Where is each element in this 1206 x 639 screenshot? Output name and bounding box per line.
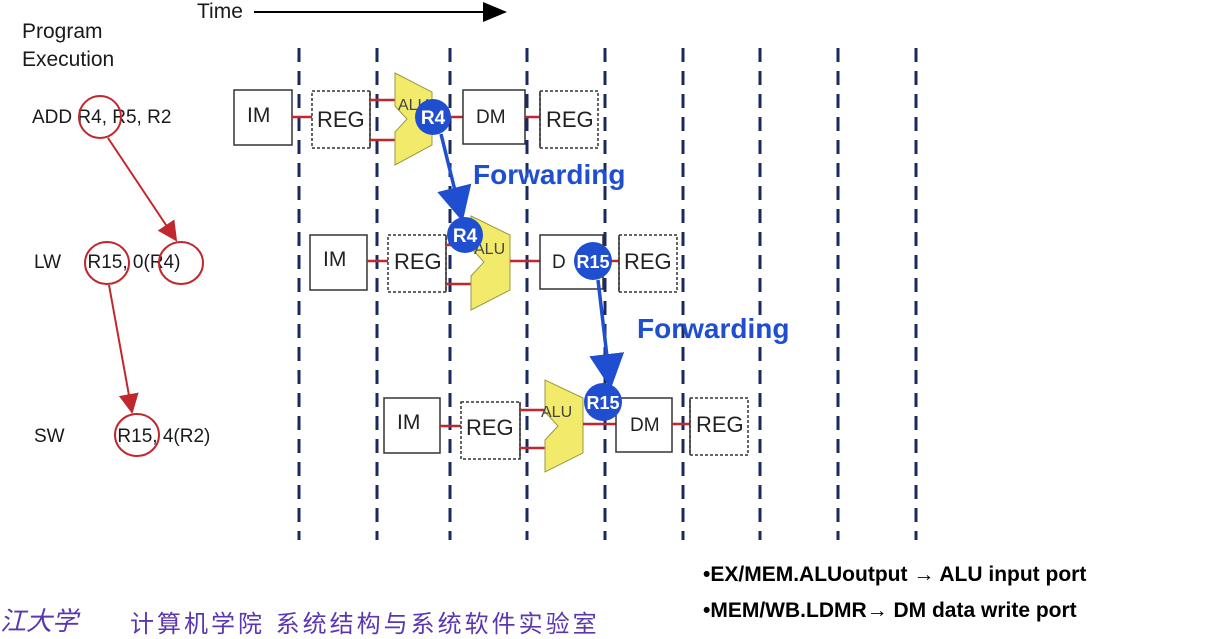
forwarding-arrow-2	[589, 279, 625, 389]
badge-add-r4-text: R4	[421, 108, 446, 129]
highlight-lw-r4	[158, 241, 204, 285]
instr-sw-arg1: R15	[117, 426, 153, 447]
badge-lw-r15-text: R15	[576, 252, 609, 272]
clock-lines	[297, 48, 918, 540]
badge-sw-r15-text: R15	[586, 393, 619, 413]
pipeline-row-sw: IM REG ALU DM REG R15	[383, 379, 749, 473]
highlight-sw-r15	[114, 413, 160, 457]
instr-sw-op: SW	[34, 426, 65, 447]
badge-lw-r4-text: R4	[453, 226, 478, 247]
dm-box	[462, 89, 526, 145]
badge-sw-r15	[584, 383, 622, 421]
time-label: Time	[197, 0, 243, 23]
instr-add-rest: , R5, R2	[101, 107, 172, 128]
program-label: Program	[22, 20, 103, 43]
note-alu-forward: •EX/MEM.ALUoutput → ALU input port	[703, 563, 1087, 586]
badge-lw-r4	[447, 217, 483, 253]
register-highlights	[78, 95, 204, 457]
im-label: IM	[397, 411, 420, 434]
dm-box	[615, 397, 673, 453]
alu-shape	[544, 379, 584, 473]
instr-lw-arg2: R4	[149, 252, 175, 273]
forwarding-label-1: Forwarding	[473, 159, 626, 190]
note-dm-forward: •MEM/WB.LDMR→ DM data write port	[703, 599, 1077, 622]
dm-label: DM	[630, 415, 660, 436]
university-logo: 江大学	[0, 607, 79, 637]
instr-sw-rest: , 4(R2)	[152, 426, 211, 447]
reg-label: REG	[624, 249, 672, 274]
reg-label: REG	[546, 107, 594, 132]
im-label: IM	[323, 248, 346, 271]
reg-label: REG	[696, 412, 744, 437]
forwarding-arrow-1	[437, 133, 472, 222]
instr-add-arg1: R4	[77, 107, 102, 128]
dm-label: DM	[476, 107, 506, 128]
reg-box	[311, 90, 371, 149]
pipeline-row-add: IM REG ALU DM REG R4	[233, 72, 599, 166]
execution-label: Execution	[22, 48, 115, 71]
reg-label: REG	[394, 249, 442, 274]
instr-add-op: ADD	[32, 107, 73, 128]
highlight-lw-r15	[84, 241, 130, 285]
im-box	[309, 234, 368, 291]
reg-label: REG	[317, 107, 365, 132]
highlight-add-r4	[78, 95, 122, 139]
pipeline-row-lw: IM REG ALU D REG R4 R15	[309, 215, 678, 311]
instr-lw-arg1: R15	[87, 252, 123, 273]
alu-label: ALU	[474, 241, 505, 258]
forwarding-label-2: Forwarding	[637, 313, 790, 344]
instr-lw-op: LW	[34, 252, 62, 273]
instr-add: ADD R4, R5, R2	[32, 107, 171, 129]
dependency-arrow-2	[108, 284, 139, 414]
im-box	[233, 89, 293, 146]
reg-box	[618, 234, 678, 293]
instr-sw: SW R15, 4(R2)	[34, 426, 210, 448]
im-label: IM	[247, 104, 270, 127]
badge-lw-r15	[574, 242, 612, 280]
dm-label-partial: D	[552, 252, 566, 273]
institution-name: 计算机学院 系统结构与系统软件实验室	[130, 610, 600, 638]
alu-label: ALU	[541, 404, 572, 421]
dependency-arrow-1	[107, 137, 178, 242]
reg-label: REG	[466, 415, 514, 440]
badge-add-r4	[415, 99, 451, 135]
im-box	[383, 397, 441, 454]
